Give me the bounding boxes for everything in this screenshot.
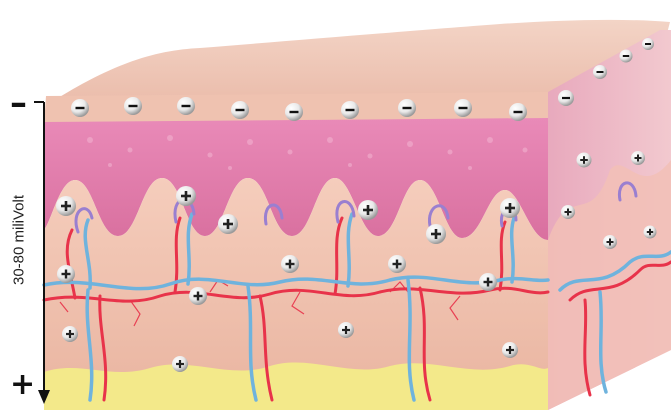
positive-charge	[358, 200, 378, 220]
positive-charge	[500, 198, 520, 218]
positive-charge	[631, 151, 645, 165]
positive-charge	[502, 342, 518, 358]
negative-charge	[231, 101, 249, 119]
positive-charge	[426, 224, 446, 244]
negative-charge	[642, 38, 654, 50]
negative-charge	[177, 97, 195, 115]
positive-charge	[281, 255, 299, 273]
epidermis-layer	[44, 118, 548, 240]
voltage-axis	[34, 102, 44, 396]
positive-charge	[388, 255, 406, 273]
positive-charge	[218, 214, 238, 234]
positive-charge	[603, 235, 617, 249]
positive-charge	[644, 226, 657, 239]
voltage-range-label: 30-80 miliVolt	[11, 195, 28, 285]
negative-charge	[509, 103, 527, 121]
positive-charge	[189, 287, 207, 305]
negative-charge	[398, 99, 416, 117]
negative-charge	[285, 103, 303, 121]
positive-charge	[577, 153, 592, 168]
negative-charge	[124, 97, 142, 115]
positive-charge	[561, 205, 575, 219]
positive-charge	[176, 186, 196, 206]
negative-charge	[454, 99, 472, 117]
positive-charge	[479, 273, 497, 291]
positive-charge	[338, 322, 354, 338]
positive-charge	[56, 196, 76, 216]
negative-charge	[71, 99, 89, 117]
negative-charge	[558, 90, 574, 106]
positive-pole-sign: +	[10, 370, 35, 400]
positive-charge	[172, 356, 188, 372]
negative-charge	[593, 65, 607, 79]
positive-charge	[62, 326, 78, 342]
negative-charge	[620, 50, 633, 63]
negative-pole-sign: –	[10, 86, 27, 120]
negative-charge	[341, 101, 359, 119]
positive-charge	[57, 265, 75, 283]
